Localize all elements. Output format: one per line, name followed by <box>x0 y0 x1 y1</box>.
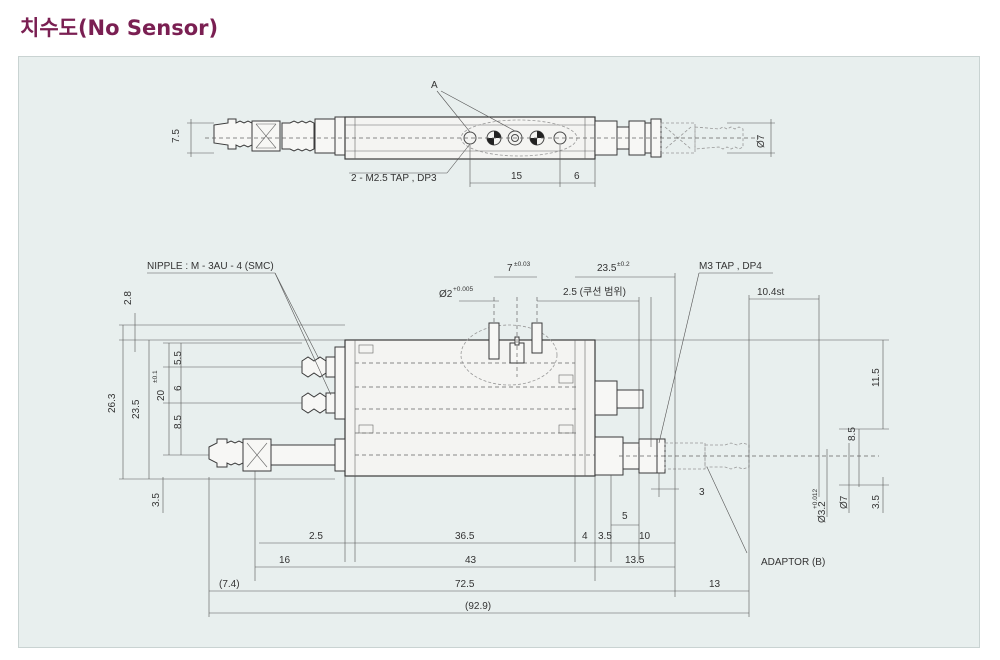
tap-label-top: 2 - M2.5 TAP , DP3 <box>351 173 437 184</box>
top-view: A 2 - M2.5 TAP , DP3 15 6 7.5 Ø7 <box>171 80 775 187</box>
b-10: 10 <box>639 531 651 542</box>
cushion-label: 2.5 (쿠션 범위) <box>563 285 626 298</box>
top-pins <box>460 297 558 386</box>
left-20: 20 <box>156 389 167 401</box>
b-92-9: (92.9) <box>465 601 491 612</box>
dim-7-tol: ±0.03 <box>514 261 531 268</box>
dim-phi2-tol: +0.005 <box>453 286 473 293</box>
left-fittings <box>208 346 346 472</box>
front-body <box>344 339 596 477</box>
b-3-5: 3.5 <box>598 531 612 542</box>
right-11-5: 11.5 <box>871 368 882 387</box>
dim-6: 6 <box>574 171 580 182</box>
m3-tap-label: M3 TAP , DP4 <box>699 261 762 272</box>
b-72-5: 72.5 <box>455 579 475 590</box>
b-43: 43 <box>465 555 477 566</box>
left-20-tol: ±0.1 <box>152 370 159 383</box>
b-4: 4 <box>582 531 588 542</box>
b-5: 5 <box>622 511 628 522</box>
dim-15: 15 <box>511 171 523 182</box>
page-title: 치수도(No Sensor) <box>20 16 219 40</box>
b-2-5: 2.5 <box>309 531 323 542</box>
label-a: A <box>431 80 438 91</box>
front-view: NIPPLE : M - 3AU - 4 (SMC) M3 TAP , DP4 … <box>107 261 889 617</box>
left-5-5: 5.5 <box>173 351 184 365</box>
left-2-8: 2.8 <box>123 291 134 305</box>
right-phi3-2: Ø3.2 <box>817 501 828 523</box>
b-13: 13 <box>709 579 721 590</box>
dim-23-5-top-tol: ±0.2 <box>617 261 630 268</box>
dimension-drawing: A 2 - M2.5 TAP , DP3 15 6 7.5 Ø7 <box>107 80 889 617</box>
adaptor-label: ADAPTOR (B) <box>761 557 825 568</box>
left-23-5: 23.5 <box>131 399 142 419</box>
right-phi3-2-tol: +0.012 <box>812 489 819 509</box>
right-3-5: 3.5 <box>871 495 882 509</box>
dim-phi2: Ø2 <box>439 289 453 300</box>
right-fittings <box>594 380 879 476</box>
b-13-5: 13.5 <box>625 555 645 566</box>
b-16: 16 <box>279 555 291 566</box>
top-left-nipple <box>213 116 346 156</box>
dim-phi7-top: Ø7 <box>756 134 767 148</box>
left-8-5: 8.5 <box>173 415 184 429</box>
right-phi7: Ø7 <box>839 495 850 509</box>
dim-7: 7 <box>507 263 513 274</box>
b-36-5: 36.5 <box>455 531 475 542</box>
drawing-panel: A 2 - M2.5 TAP , DP3 15 6 7.5 Ø7 <box>18 56 980 648</box>
nipple-label: NIPPLE : M - 3AU - 4 (SMC) <box>147 261 274 272</box>
dim-23-5-top: 23.5 <box>597 263 617 274</box>
b-7-4: (7.4) <box>219 579 240 590</box>
b-3: 3 <box>699 487 705 498</box>
left-26-3: 26.3 <box>107 393 118 413</box>
left-3-5: 3.5 <box>151 493 162 507</box>
dim-10-4st: 10.4st <box>757 287 784 298</box>
right-8-5: 8.5 <box>847 427 858 441</box>
left-6: 6 <box>173 385 184 391</box>
dim-7-5: 7.5 <box>171 129 182 143</box>
